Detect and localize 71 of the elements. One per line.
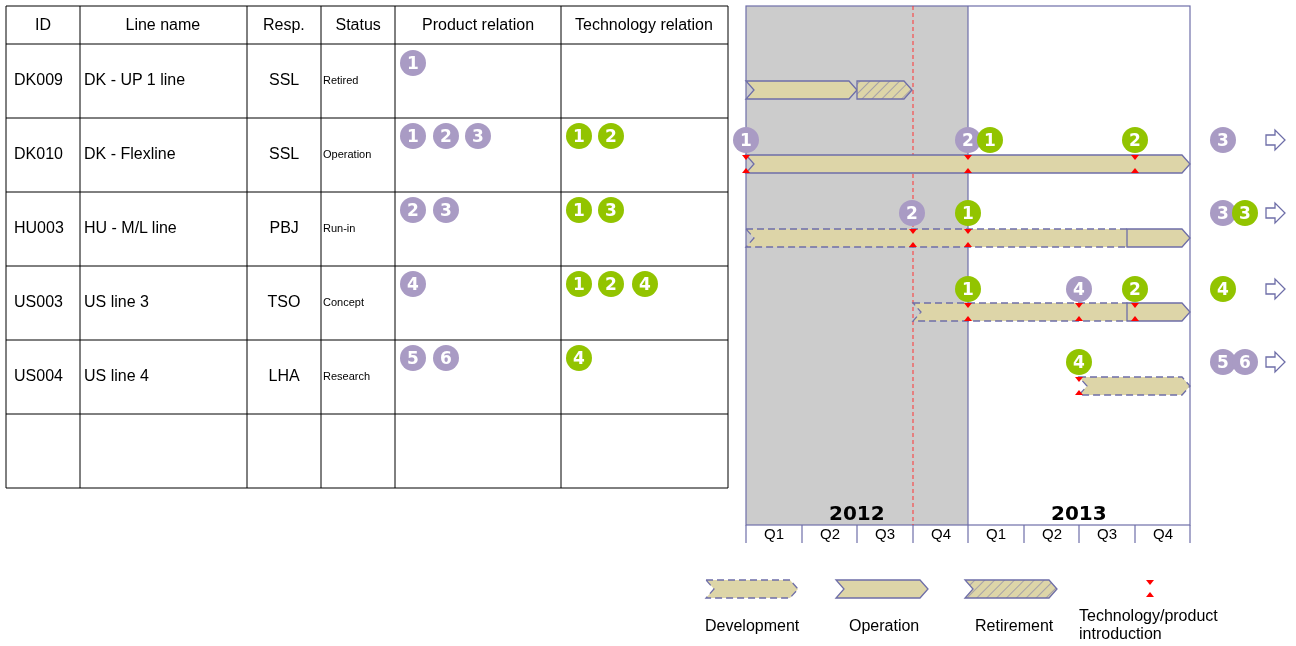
status-text: Concept	[323, 296, 364, 309]
number-badge: 4	[566, 345, 592, 371]
column-header: ID	[35, 16, 51, 34]
number-badge: 3	[1232, 200, 1258, 226]
line-id: HU003	[14, 219, 64, 237]
number-badge: 1	[955, 200, 981, 226]
legend-label: Technology/product introduction	[1079, 607, 1219, 643]
line-name: US line 4	[84, 367, 149, 385]
status-text: Run-in	[323, 222, 356, 235]
line-name: HU - M/L line	[84, 219, 177, 237]
number-badge: 1	[977, 127, 1003, 153]
status-text: Operation	[323, 148, 372, 161]
quarter-label: Q4	[1153, 525, 1173, 542]
number-badge: 3	[433, 197, 459, 223]
column-header: Status	[335, 16, 381, 34]
quarter-label: Q1	[986, 525, 1006, 542]
number-badge: 1	[955, 276, 981, 302]
line-name: US line 3	[84, 293, 149, 311]
line-id: US004	[14, 367, 63, 385]
line-id: DK009	[14, 71, 63, 89]
number-badge: 5	[400, 345, 426, 371]
line-name: DK - Flexline	[84, 145, 176, 163]
number-badge: 3	[1210, 200, 1236, 226]
number-badge: 2	[1122, 127, 1148, 153]
column-header: Technology relation	[575, 16, 713, 34]
legend-label: Development	[705, 617, 800, 635]
number-badge: 3	[1210, 127, 1236, 153]
line-id: DK010	[14, 145, 63, 163]
quarter-label: Q1	[764, 525, 784, 542]
line-id: US003	[14, 293, 63, 311]
number-badge: 1	[400, 50, 426, 76]
responsible-person: SSL	[269, 145, 300, 163]
number-badge: 2	[1122, 276, 1148, 302]
column-header: Resp.	[263, 16, 305, 34]
number-badge: 2	[598, 123, 624, 149]
legend-label: Operation	[849, 617, 920, 635]
status-text: Research	[323, 370, 371, 383]
quarter-label: Q2	[820, 525, 840, 542]
quarter-label: Q4	[931, 525, 951, 542]
status-text: Retired	[323, 74, 359, 87]
quarter-label: Q3	[875, 525, 895, 542]
number-badge: 2	[598, 271, 624, 297]
number-badge: 3	[598, 197, 624, 223]
column-header: Product relation	[422, 16, 535, 34]
year-label: 2012	[829, 502, 885, 524]
number-badge: 4	[1210, 276, 1236, 302]
responsible-person: LHA	[268, 367, 300, 385]
quarter-label: Q3	[1097, 525, 1117, 542]
legend-label: Retirement	[975, 617, 1054, 635]
number-badge: 2	[433, 123, 459, 149]
quarter-label: Q2	[1042, 525, 1062, 542]
number-badge: 1	[566, 271, 592, 297]
column-header: Line name	[125, 16, 201, 34]
number-badge: 1	[733, 127, 759, 153]
number-badge: 4	[1066, 276, 1092, 302]
number-badge: 6	[433, 345, 459, 371]
number-badge: 1	[400, 123, 426, 149]
responsible-person: TSO	[267, 293, 301, 311]
number-badge: 4	[400, 271, 426, 297]
number-badge: 3	[465, 123, 491, 149]
line-name: DK - UP 1 line	[84, 71, 186, 89]
responsible-person: PBJ	[269, 219, 299, 237]
number-badge: 1	[566, 123, 592, 149]
number-badge: 5	[1210, 349, 1236, 375]
responsible-person: SSL	[269, 71, 300, 89]
year-label: 2013	[1051, 502, 1107, 524]
number-badge: 1	[566, 197, 592, 223]
number-badge: 4	[1066, 349, 1092, 375]
number-badge: 6	[1232, 349, 1258, 375]
number-badge: 2	[400, 197, 426, 223]
number-badge: 4	[632, 271, 658, 297]
